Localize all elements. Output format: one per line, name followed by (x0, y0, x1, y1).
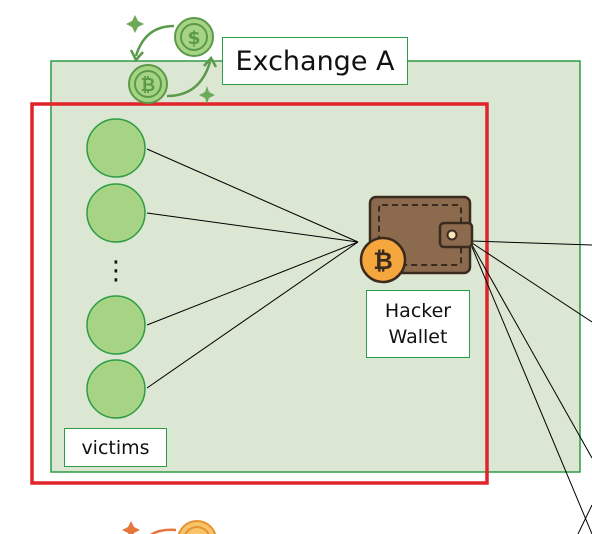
hacker-wallet-label: Hacker Wallet (366, 290, 470, 358)
victims-label: victims (64, 428, 167, 467)
victims-ellipsis: ⋮ (103, 256, 129, 286)
svg-text:₿: ₿ (373, 247, 393, 275)
victim-edges (146, 148, 359, 389)
svg-text:$: $ (187, 27, 200, 49)
edge-victim-4 (146, 241, 359, 389)
edge-victim-2 (146, 212, 359, 243)
edge-out-5 (577, 504, 592, 534)
victim-node-1 (86, 118, 146, 178)
edge-out-1 (471, 240, 592, 246)
edge-out-3 (471, 244, 592, 459)
exchange-label: Exchange A (222, 37, 408, 85)
currency-exchange-icon: $ ₿ (126, 15, 218, 104)
victim-nodes (86, 118, 146, 419)
edge-victim-1 (146, 148, 359, 243)
edge-out-4 (471, 246, 592, 534)
svg-text:₿: ₿ (141, 75, 156, 96)
victim-node-2 (86, 183, 146, 243)
edge-victim-3 (146, 241, 359, 326)
currency-exchange-icon-orange (122, 520, 217, 534)
highlight-box (30, 102, 489, 485)
victim-node-4 (86, 359, 146, 419)
outgoing-edges (471, 240, 592, 534)
edge-out-2 (471, 242, 592, 323)
bitcoin-icon: ₿ (359, 236, 407, 284)
victim-node-3 (86, 295, 146, 355)
